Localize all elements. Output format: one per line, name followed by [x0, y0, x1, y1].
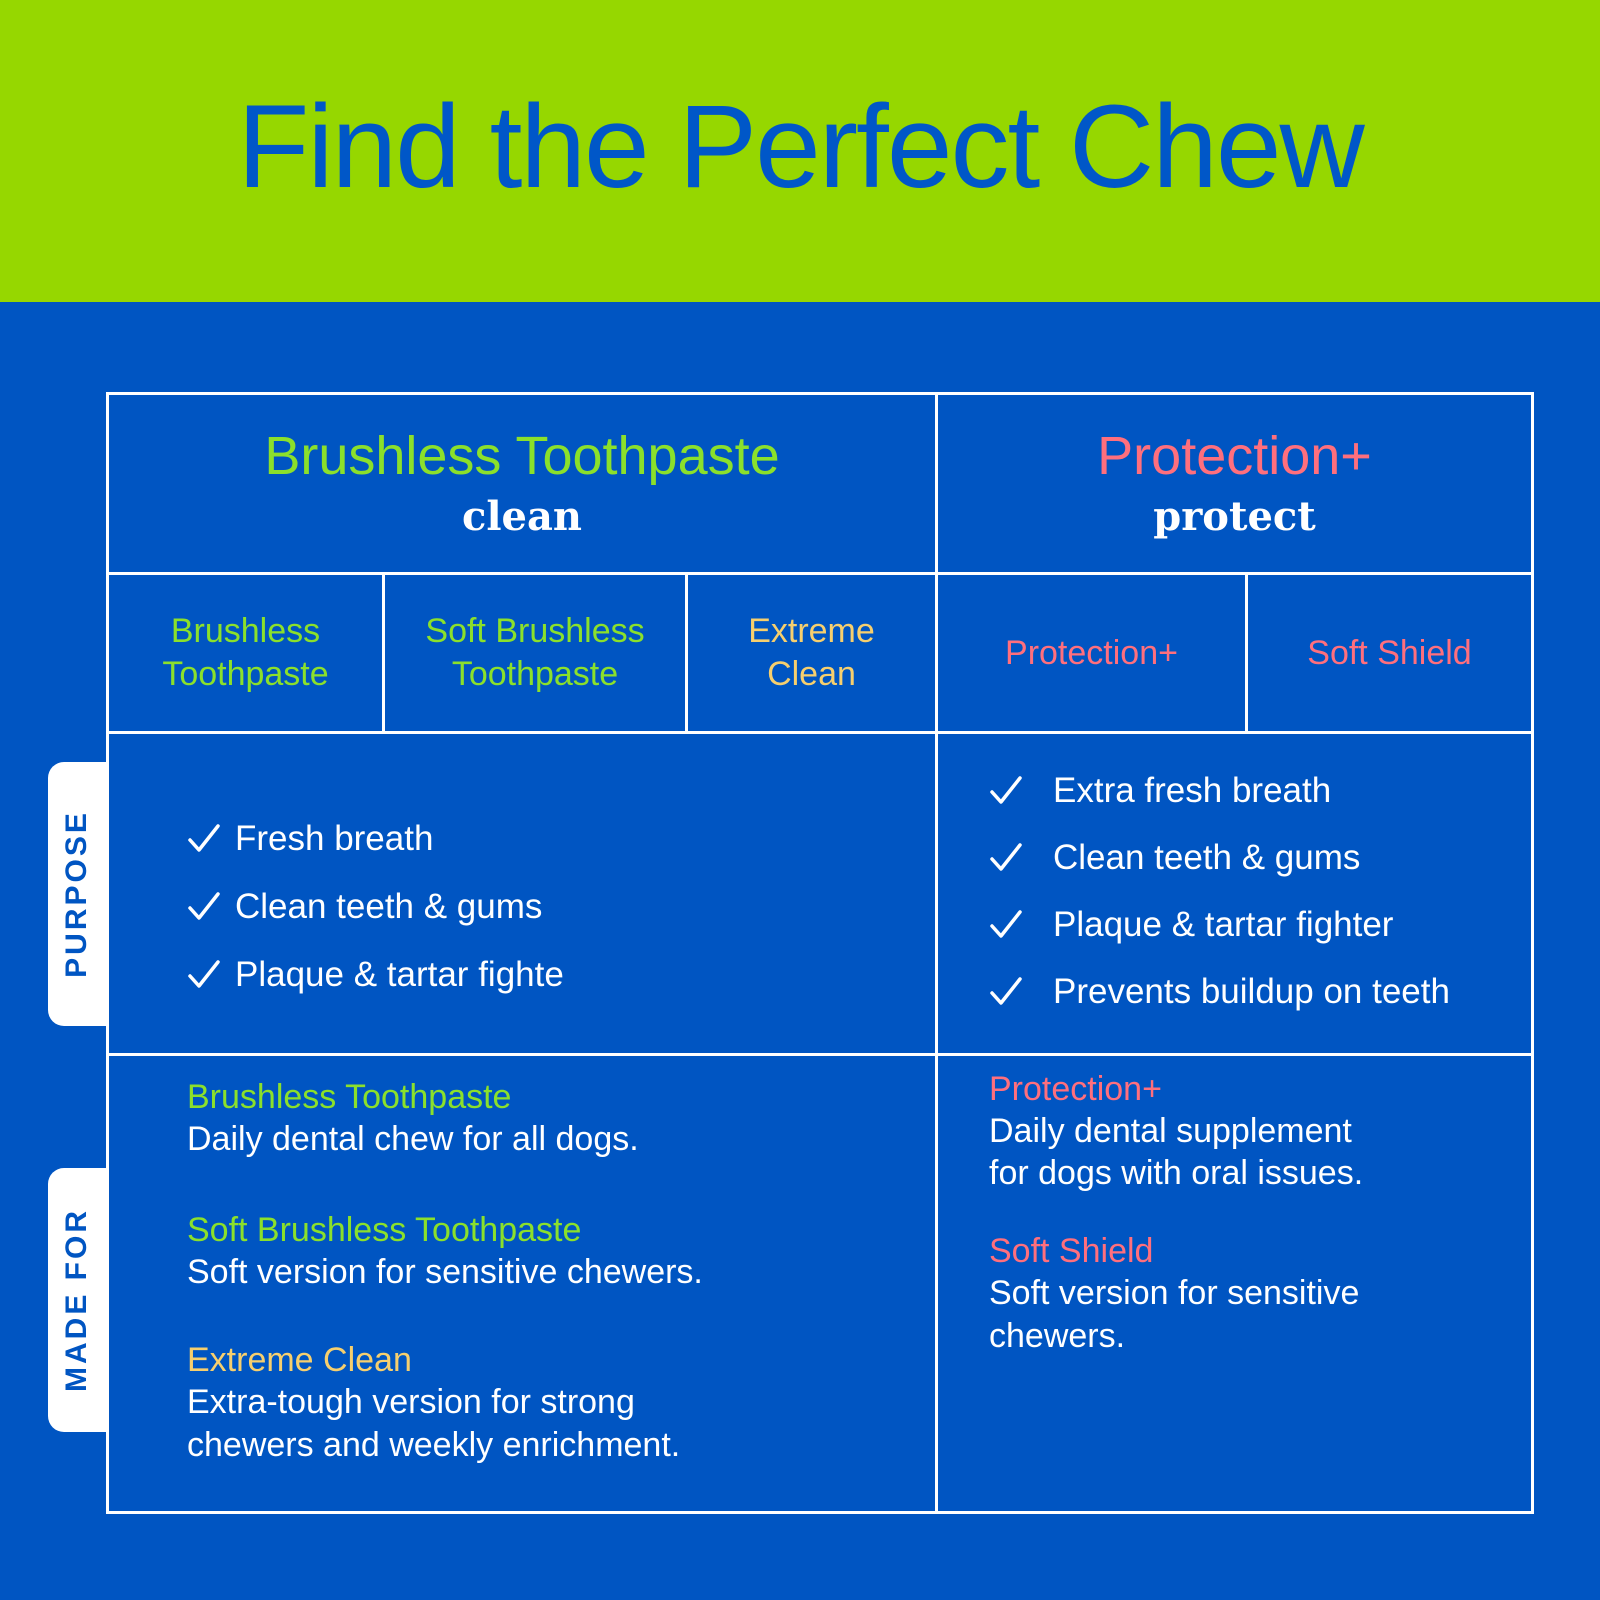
- comparison-table: Brushless Toothpaste clean Protection+ p…: [106, 392, 1534, 1514]
- purpose-item: Clean teeth & gums: [989, 824, 1450, 891]
- checkmark-icon: [989, 841, 1023, 875]
- made-for-description: Extra-tough version for strong: [187, 1383, 635, 1421]
- purpose-list-protect: Extra fresh breath Clean teeth & gums Pl…: [989, 757, 1450, 1025]
- column-divider: [935, 395, 938, 1511]
- made-for-description: for dogs with oral issues.: [989, 1154, 1364, 1192]
- purpose-list-clean: Fresh breath Clean teeth & gums Plaque &…: [187, 805, 564, 1009]
- purpose-item: Extra fresh breath: [989, 757, 1450, 824]
- purpose-item-text: Clean teeth & gums: [1053, 837, 1361, 877]
- checkmark-icon: [187, 822, 221, 856]
- made-for-description: chewers and weekly enrichment.: [187, 1426, 681, 1464]
- product-label-line: Toothpaste: [451, 655, 619, 693]
- checkmark-icon: [989, 975, 1023, 1009]
- made-for-brushless-toothpaste: Brushless Toothpaste Daily dental chew f…: [187, 1076, 639, 1161]
- made-for-product-name: Protection+: [989, 1070, 1162, 1108]
- made-for-product-name: Brushless Toothpaste: [187, 1078, 512, 1116]
- product-label: Soft Shield: [1307, 633, 1472, 672]
- product-divider: [685, 572, 688, 732]
- made-for-extreme-clean: Extreme Clean Extra-tough version for st…: [187, 1339, 680, 1467]
- product-divider: [382, 572, 385, 732]
- made-for-description: Daily dental supplement: [989, 1112, 1352, 1150]
- protect-column-header: Protection+ protect: [938, 395, 1531, 572]
- made-for-soft-shield: Soft Shield Soft version for sensitive c…: [989, 1230, 1359, 1358]
- purpose-item-text: Prevents buildup on teeth: [1053, 971, 1450, 1011]
- clean-column-title: Brushless Toothpaste: [264, 426, 780, 487]
- purpose-item: Prevents buildup on teeth: [989, 958, 1450, 1025]
- product-label: Protection+: [1005, 633, 1178, 672]
- row-divider: [109, 1053, 1531, 1056]
- purpose-item-text: Plaque & tartar fighte: [235, 955, 564, 994]
- product-extreme-clean: Extreme Clean: [688, 575, 935, 731]
- purpose-item-text: Extra fresh breath: [1053, 770, 1332, 810]
- product-soft-brushless-toothpaste: Soft Brushless Toothpaste: [385, 575, 685, 731]
- purpose-row-tab: PURPOSE: [48, 762, 106, 1026]
- page-title: Find the Perfect Chew: [237, 81, 1364, 213]
- purpose-item: Plaque & tartar fighter: [989, 891, 1450, 958]
- header-banner: Find the Perfect Chew: [0, 0, 1600, 302]
- made-for-description: Daily dental chew for all dogs.: [187, 1120, 639, 1158]
- product-label-line: Clean: [767, 655, 856, 693]
- purpose-item: Clean teeth & gums: [187, 873, 564, 941]
- made-for-product-name: Extreme Clean: [187, 1341, 412, 1379]
- purpose-row-label: PURPOSE: [60, 810, 93, 978]
- row-divider: [109, 731, 1531, 734]
- protect-column-title: Protection+: [1097, 426, 1372, 487]
- made-for-description: Soft version for sensitive: [989, 1274, 1360, 1312]
- clean-column-subtitle: clean: [462, 492, 582, 540]
- made-for-description: Soft version for sensitive chewers.: [187, 1253, 703, 1291]
- purpose-item-text: Fresh breath: [235, 819, 434, 858]
- product-label-line: Toothpaste: [162, 655, 329, 693]
- product-soft-shield: Soft Shield: [1248, 575, 1531, 731]
- protect-column-subtitle: protect: [1153, 492, 1316, 540]
- made-for-product-name: Soft Shield: [989, 1232, 1154, 1270]
- checkmark-icon: [187, 958, 221, 992]
- purpose-item-text: Plaque & tartar fighter: [1053, 904, 1394, 944]
- purpose-item: Fresh breath: [187, 805, 564, 873]
- clean-column-header: Brushless Toothpaste clean: [109, 395, 935, 572]
- row-divider: [109, 572, 1531, 575]
- purpose-item-text: Clean teeth & gums: [235, 887, 543, 926]
- product-label-line: Soft Brushless: [425, 612, 645, 650]
- checkmark-icon: [187, 890, 221, 924]
- checkmark-icon: [989, 908, 1023, 942]
- product-protection-plus: Protection+: [938, 575, 1245, 731]
- product-divider: [1245, 572, 1248, 732]
- made-for-protection-plus: Protection+ Daily dental supplement for …: [989, 1068, 1363, 1194]
- product-label-line: Extreme: [748, 612, 875, 650]
- checkmark-icon: [989, 774, 1023, 808]
- product-brushless-toothpaste: Brushless Toothpaste: [109, 575, 382, 731]
- product-label-line: Brushless: [170, 612, 321, 650]
- purpose-item: Plaque & tartar fighte: [187, 941, 564, 1009]
- made-for-description: chewers.: [989, 1317, 1126, 1355]
- made-for-row-tab: MADE FOR: [48, 1168, 106, 1432]
- made-for-row-label: MADE FOR: [60, 1208, 93, 1392]
- made-for-product-name: Soft Brushless Toothpaste: [187, 1211, 582, 1249]
- made-for-soft-brushless-toothpaste: Soft Brushless Toothpaste Soft version f…: [187, 1209, 703, 1294]
